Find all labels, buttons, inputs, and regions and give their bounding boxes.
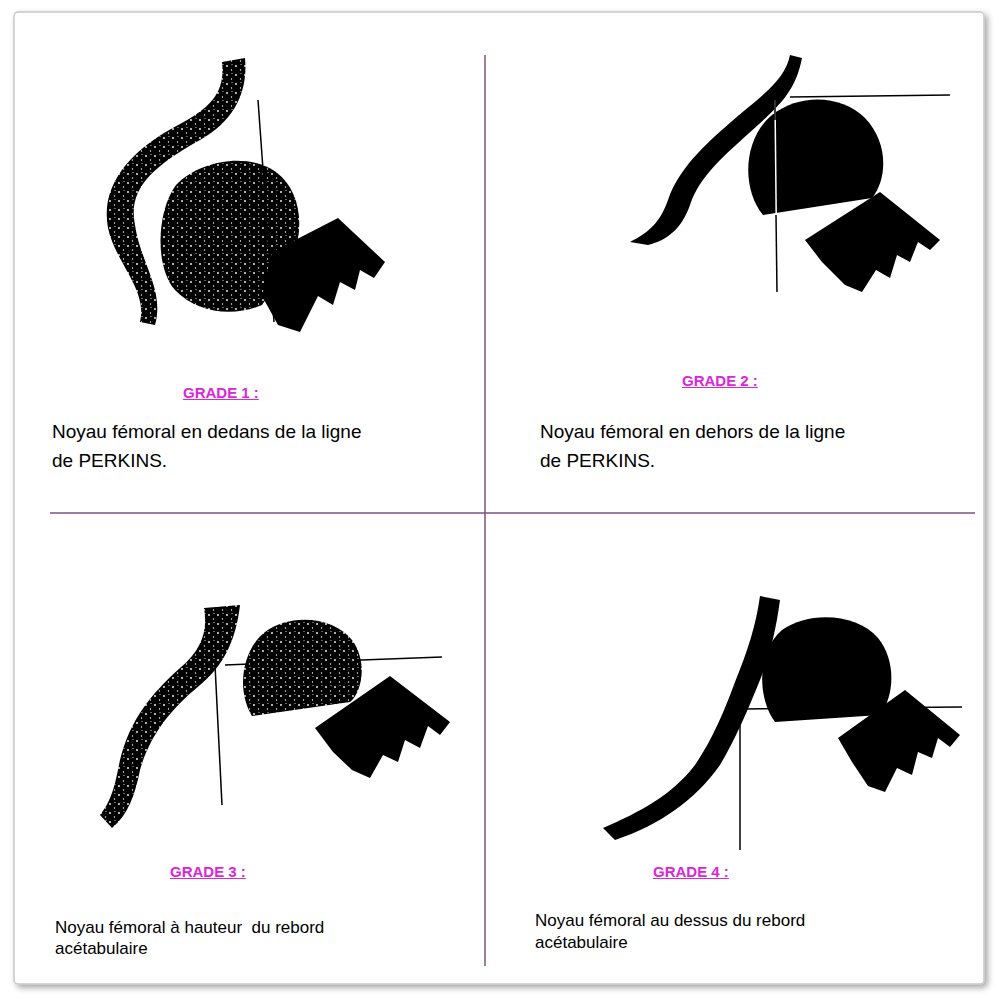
grade-label: GRADE 2 : [682,372,758,389]
grade3-figure [100,605,450,828]
grade-label: GRADE 4 : [653,863,729,880]
grade4-figure [603,596,962,850]
divider [484,55,486,966]
frame [14,12,984,984]
grade2-figure [630,55,950,292]
description-text: Noyau fémoral au dessus du rebord acétab… [535,910,840,954]
grade1-figure [107,58,385,332]
description-text: Noyau fémoral en dehors de la ligne de P… [540,417,862,475]
divider [50,512,975,514]
grade-label: GRADE 3 : [170,863,246,880]
description-text: Noyau fémoral en dedans de la ligne de P… [52,417,374,475]
grade-label: GRADE 1 : [183,384,259,401]
description-text: Noyau fémoral à hauteur du rebord acétab… [55,917,360,959]
